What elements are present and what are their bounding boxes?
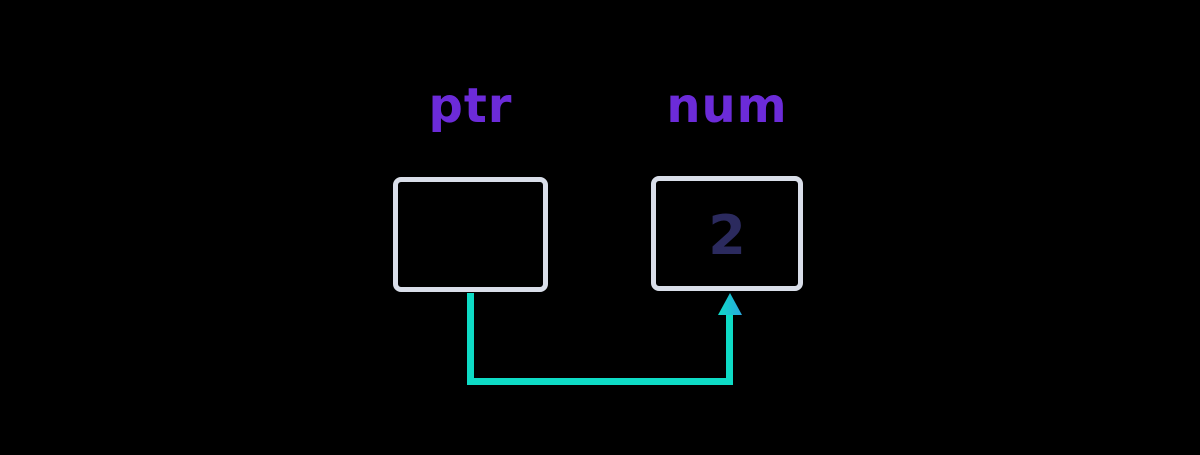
arrow-head-icon bbox=[718, 293, 742, 315]
num-label: num bbox=[666, 78, 788, 134]
ptr-label: ptr bbox=[428, 78, 513, 134]
ptr-box bbox=[393, 177, 548, 292]
arrow-line bbox=[467, 293, 733, 385]
num-box: 2 bbox=[651, 176, 803, 291]
num-value: 2 bbox=[708, 203, 746, 267]
